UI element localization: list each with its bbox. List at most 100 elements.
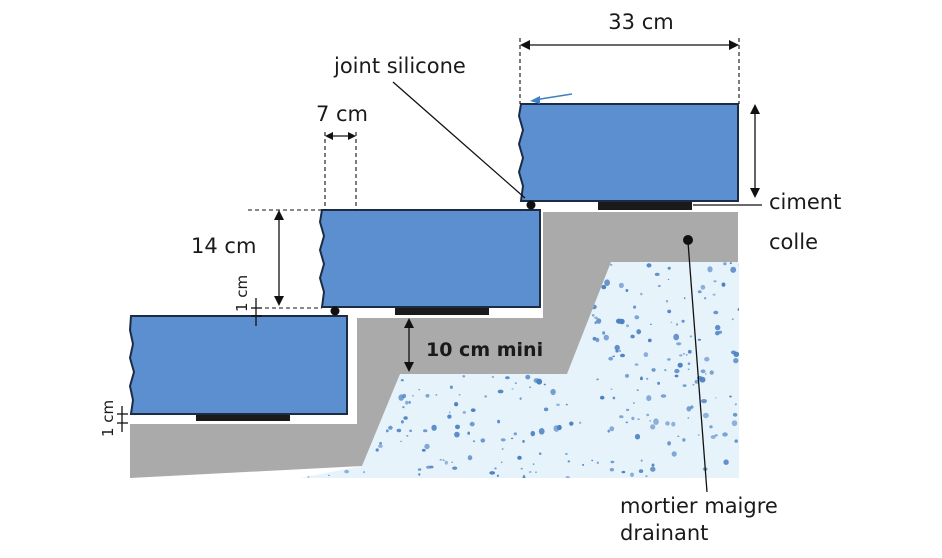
mortar-speckle xyxy=(667,358,671,361)
mortar-speckle xyxy=(454,402,459,407)
mortar-speckle xyxy=(630,472,634,477)
mortar-speckle xyxy=(567,460,570,463)
mortar-speckle xyxy=(522,440,525,443)
mortar-speckle xyxy=(514,382,517,384)
mortar-speckle xyxy=(665,421,670,426)
mortar-speckle xyxy=(713,310,719,315)
mortar-speckle xyxy=(390,313,394,317)
joint-thickness-lower-label: 1 cm xyxy=(99,400,117,437)
cement-label: ciment xyxy=(769,190,841,214)
mortar-speckle xyxy=(423,429,428,433)
mortar-speckle xyxy=(687,417,690,419)
mortar-speckle xyxy=(525,374,531,380)
mortar-speckle xyxy=(730,350,737,355)
mortar-speckle xyxy=(714,397,717,399)
mortar-speckle xyxy=(462,375,466,378)
mortar-speckle xyxy=(674,374,679,378)
mortar-speckle xyxy=(710,435,716,439)
mortar-speckle xyxy=(529,386,532,389)
mortar-speckle xyxy=(610,388,613,390)
mortar-speckle xyxy=(704,356,710,362)
mortar-speckle xyxy=(400,420,404,424)
mortar-speckle xyxy=(484,395,488,398)
nosing-arrow-right xyxy=(348,132,356,140)
mortar-speckle xyxy=(723,262,727,266)
step-lower xyxy=(128,315,348,415)
mortar-speckle xyxy=(523,474,525,477)
mortar-speckle xyxy=(602,331,606,335)
mortar-speckle xyxy=(511,388,514,390)
mortar-speckle xyxy=(363,471,366,474)
mortar-speckle xyxy=(685,354,688,356)
mortar-speckle xyxy=(626,408,630,411)
mortar-speckle xyxy=(721,282,726,287)
mortar-speckle xyxy=(712,293,716,296)
mortar-speckle xyxy=(612,355,616,358)
mortar-speckle xyxy=(722,432,728,437)
mortar-speckle xyxy=(500,461,503,464)
mortar-speckle xyxy=(616,318,622,324)
mortar-label-line2: drainant xyxy=(620,521,708,545)
mortar-label-line1: mortier maigre xyxy=(620,494,778,518)
mortar-speckle xyxy=(618,349,622,352)
mortar-speckle xyxy=(634,315,640,320)
mortar-speckle xyxy=(608,356,614,361)
mortar-speckle xyxy=(731,318,734,321)
riser-height-label: 14 cm xyxy=(191,234,256,258)
mortar-speckle xyxy=(601,284,607,290)
mortar-speckle xyxy=(676,323,679,326)
mortar-speckle xyxy=(500,438,506,442)
mortar-speckle xyxy=(664,368,667,372)
mortar-speckle xyxy=(489,471,496,475)
mortar-speckle xyxy=(439,458,442,461)
mortar-speckle xyxy=(528,471,532,473)
mortar-speckle xyxy=(618,282,624,289)
mortar-speckle xyxy=(657,381,660,385)
mortar-speckle xyxy=(431,424,437,431)
mortar-speckle xyxy=(557,424,562,431)
mortar-speckle xyxy=(619,415,624,419)
mortar-speckle xyxy=(683,297,686,299)
mortar-speckle xyxy=(530,430,536,437)
joint-silicone-label: joint silicone xyxy=(333,54,466,78)
mortar-speckle xyxy=(426,465,431,469)
mortar-speckle xyxy=(455,424,460,430)
adhesive-pad-lower xyxy=(196,412,290,421)
mortar-speckle xyxy=(472,440,476,443)
mortar-speckle xyxy=(314,302,320,306)
mortar-speckle xyxy=(723,459,729,466)
mortar-speckle xyxy=(543,383,546,386)
mortar-speckle xyxy=(687,362,691,366)
joint-thickness-upper-label: 1 cm xyxy=(233,275,251,312)
mortar-speckle xyxy=(625,289,629,292)
mortar-speckle xyxy=(417,468,422,471)
mortar-speckle xyxy=(536,378,543,385)
mortar-speckle xyxy=(543,407,549,412)
mortar-speckle xyxy=(610,460,615,464)
mortar-speckle xyxy=(569,421,574,426)
mortar-speckle xyxy=(517,455,522,460)
mortar-speckle xyxy=(636,389,639,391)
mortar-speckle xyxy=(632,402,636,404)
mortar-speckle xyxy=(348,365,354,370)
mortar-speckle xyxy=(651,463,655,467)
riser-arrow-top xyxy=(274,210,284,220)
mortar-speckle xyxy=(556,403,560,406)
mortar-speckle xyxy=(361,313,365,316)
mortar-speckle xyxy=(654,272,660,276)
mortar-speckle xyxy=(519,397,522,400)
mortar-speckle xyxy=(625,374,629,378)
mortar-speckle xyxy=(647,338,652,343)
mortar-speckle xyxy=(538,428,545,435)
mortar-speckle xyxy=(344,469,349,474)
mortar-speckle xyxy=(729,262,732,265)
mortar-speckle xyxy=(594,321,597,325)
blue-pointer-arrow xyxy=(530,96,540,104)
mortar-speckle xyxy=(609,264,613,266)
mortar-speckle xyxy=(386,429,389,433)
tread-depth-label: 33 cm xyxy=(608,10,673,34)
mortar-speckle xyxy=(643,352,649,358)
mortar-speckle xyxy=(701,399,707,404)
step-upper xyxy=(517,103,739,202)
